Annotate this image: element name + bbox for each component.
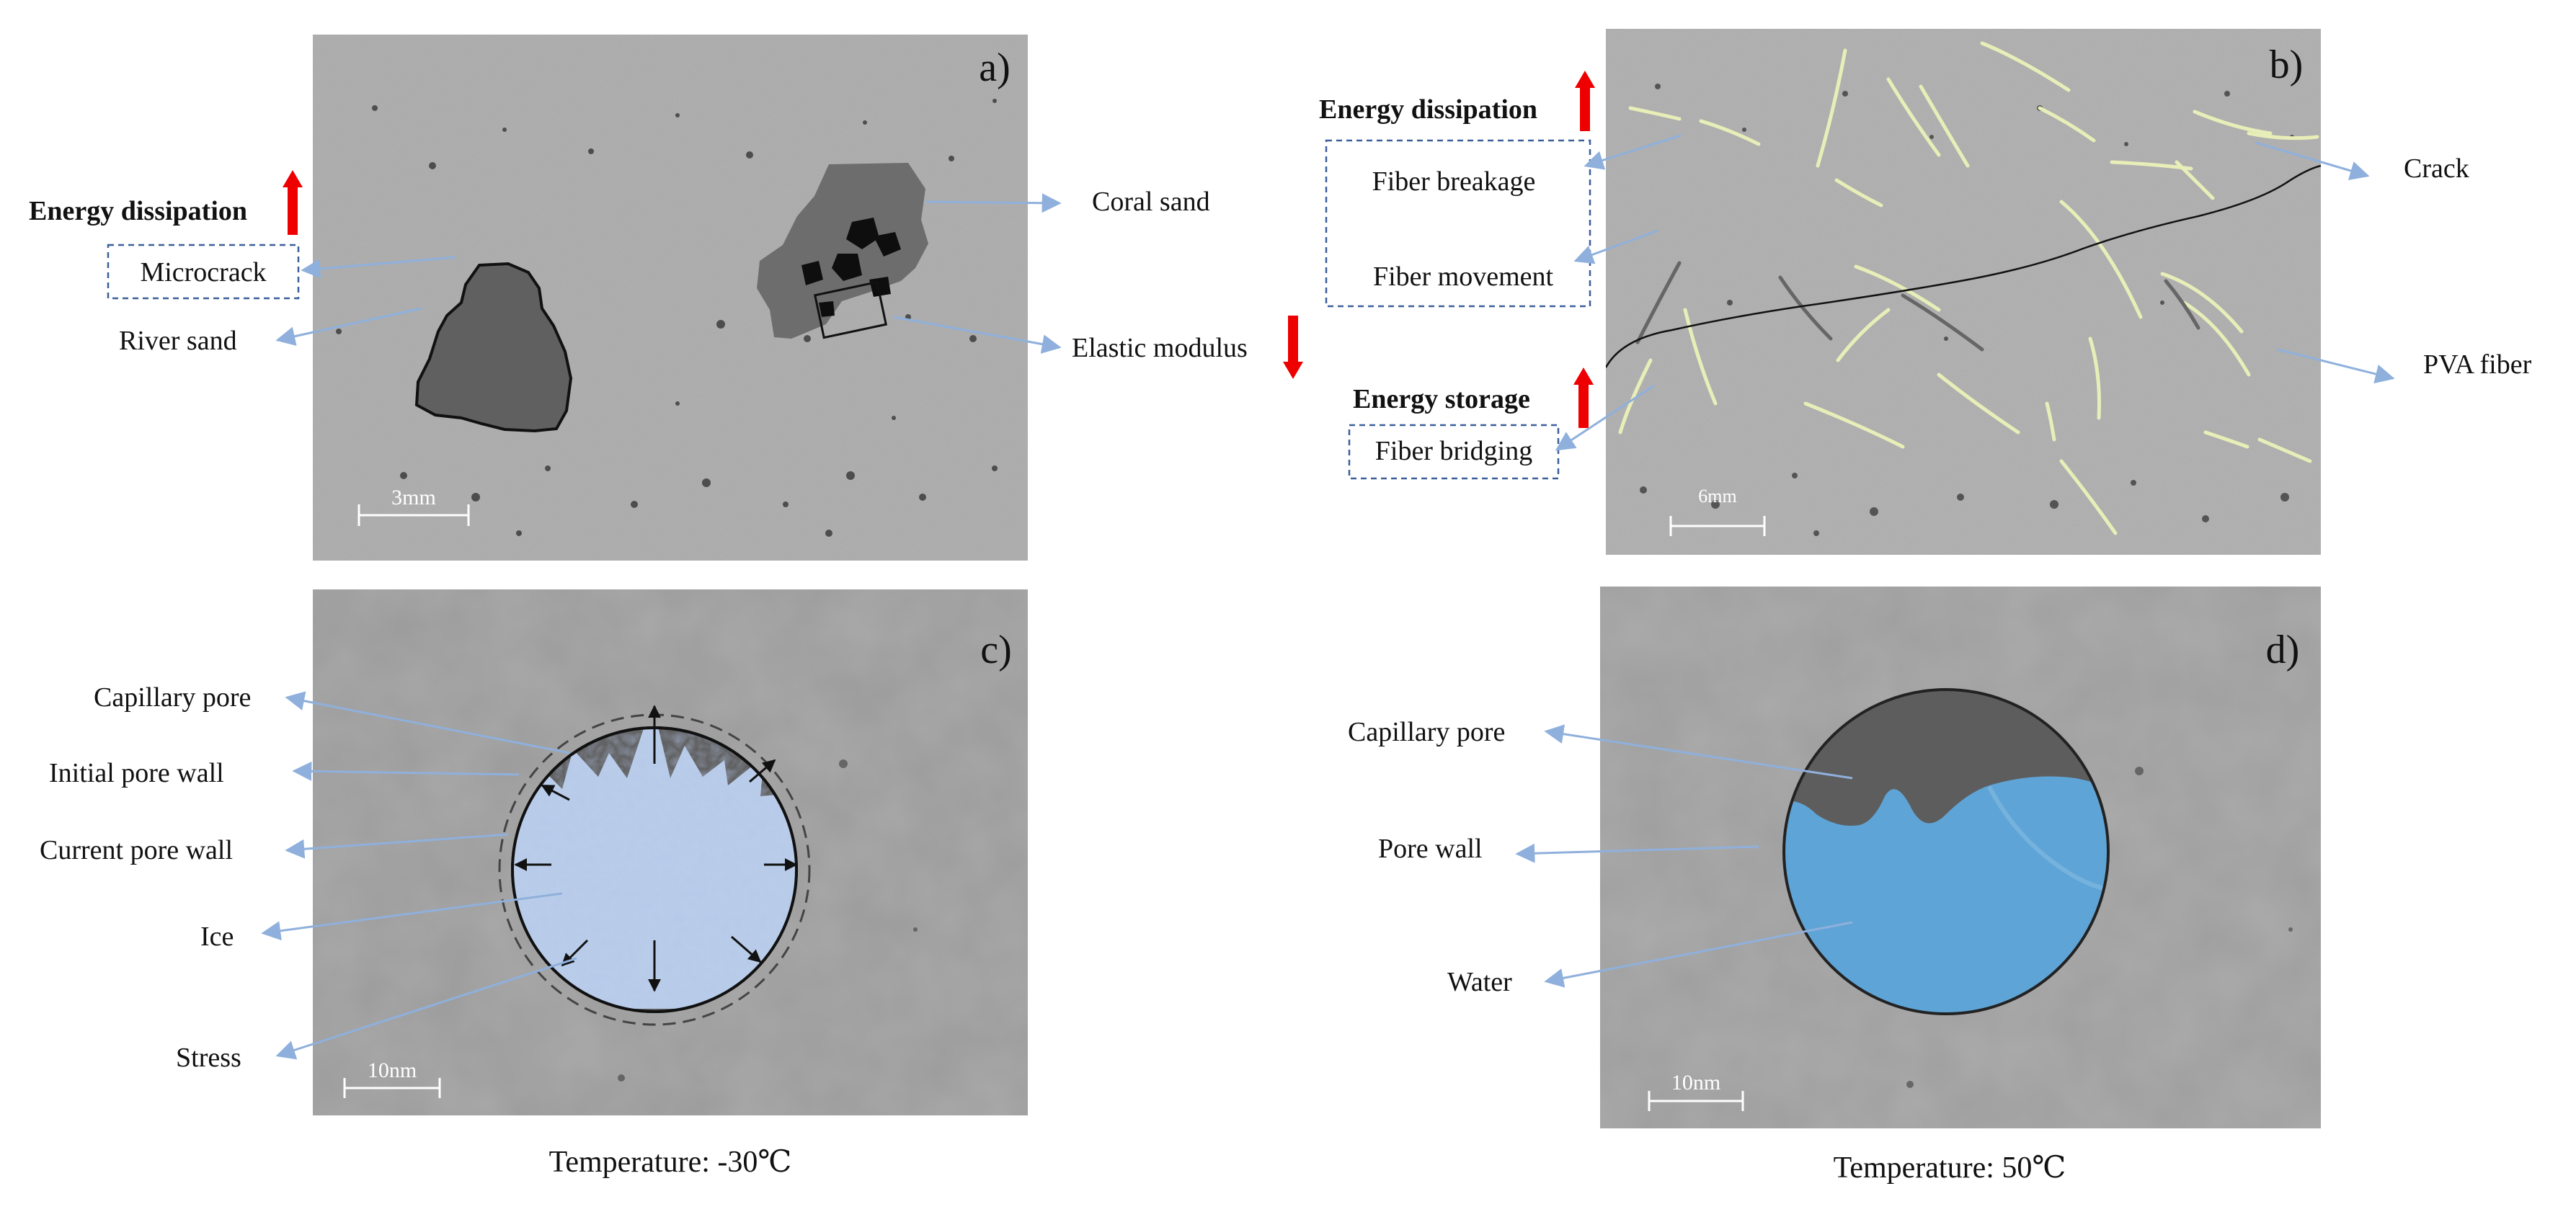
water-body: [1784, 776, 2108, 1014]
d-temperature: Temperature: 50℃: [1834, 1151, 2066, 1185]
b-pva-fiber: PVA fiber: [2423, 349, 2532, 380]
scale-bar-b: [1669, 516, 1766, 536]
up-arrow-icon: [1575, 71, 1595, 131]
panel-c-leaders: [261, 691, 577, 1060]
stress-arrows: [514, 705, 798, 992]
panel-a: 3mm a) Energy dissipation Microcrack Riv…: [29, 35, 1303, 561]
b-fiber-movement: Fiber movement: [1373, 262, 1554, 292]
scale-label-a: 3mm: [391, 486, 436, 509]
scale-label-d: 10nm: [1671, 1071, 1720, 1095]
pva-fibers-dark: [1635, 261, 2200, 352]
c-ice: Ice: [200, 922, 234, 952]
coral-sand-particle: [757, 163, 928, 339]
scale-label-b: 6mm: [1698, 486, 1736, 507]
b-energy-storage: Energy storage: [1353, 384, 1530, 414]
a-microcrack: Microcrack: [140, 257, 266, 287]
b-fiber-breakage: Fiber breakage: [1372, 166, 1536, 197]
panel-letter-b: b): [2270, 43, 2304, 87]
c-stress: Stress: [176, 1043, 241, 1073]
d-capillary-pore: Capillary pore: [1348, 717, 1505, 747]
panel-a-pores: [336, 99, 998, 537]
c-initial-pore-wall: Initial pore wall: [49, 758, 224, 788]
down-arrow-icon: [1283, 316, 1303, 379]
up-arrow-icon: [283, 170, 303, 235]
fiber-bridging-box: [1348, 424, 1560, 480]
scale-label-c: 10nm: [368, 1058, 417, 1082]
up-arrow-icon: [1573, 367, 1594, 428]
panel-c: 10nm c) Capillary pore Initial pore wall…: [40, 589, 1028, 1179]
panel-b: 6mm b) Energy dissipation Fiber breakage…: [1319, 29, 2532, 555]
a-coral-sand: Coral sand: [1092, 187, 1210, 217]
scale-bar-d: [1648, 1091, 1744, 1111]
panel-a-leaders: [275, 193, 1062, 354]
panel-letter-d: d): [2266, 628, 2300, 672]
microcrack-box: [107, 244, 300, 300]
scale-bar-a: [357, 504, 470, 526]
c-temperature: Temperature: -30℃: [549, 1146, 792, 1179]
panel-b-pores: [1640, 84, 2294, 536]
scale-bar-c: [343, 1078, 441, 1098]
a-elastic-modulus: Elastic modulus: [1072, 333, 1248, 363]
b-energy-dissipation: Energy dissipation: [1319, 94, 1537, 125]
panel-b-leaders: [1555, 134, 2395, 451]
river-sand-particle: [414, 262, 573, 433]
pva-fibers: [1618, 41, 2319, 535]
b-fiber-bridging: Fiber bridging: [1375, 436, 1532, 466]
b-crack: Crack: [2404, 153, 2469, 184]
panel-letter-a: a): [979, 45, 1011, 90]
panel-c-specks: [618, 759, 918, 1082]
d-water: Water: [1447, 967, 1512, 997]
panel-letter-c: c): [980, 628, 1012, 672]
panel-d: 10nm d) Capillary pore Pore wall Water T…: [1348, 587, 2321, 1185]
panel-d-specks: [1906, 767, 2293, 1088]
c-current-pore-wall: Current pore wall: [40, 835, 233, 865]
d-pore-wall: Pore wall: [1378, 834, 1483, 864]
a-river-sand: River sand: [119, 326, 237, 356]
c-capillary-pore: Capillary pore: [94, 682, 251, 713]
elastic-modulus-region: [813, 280, 888, 339]
fiber-mechanism-box: [1325, 139, 1591, 308]
panel-d-leaders: [1515, 724, 1853, 988]
coral-sand-pores: [801, 218, 901, 317]
a-energy-dissipation: Energy dissipation: [29, 196, 247, 226]
crack-line: [1606, 164, 2321, 368]
